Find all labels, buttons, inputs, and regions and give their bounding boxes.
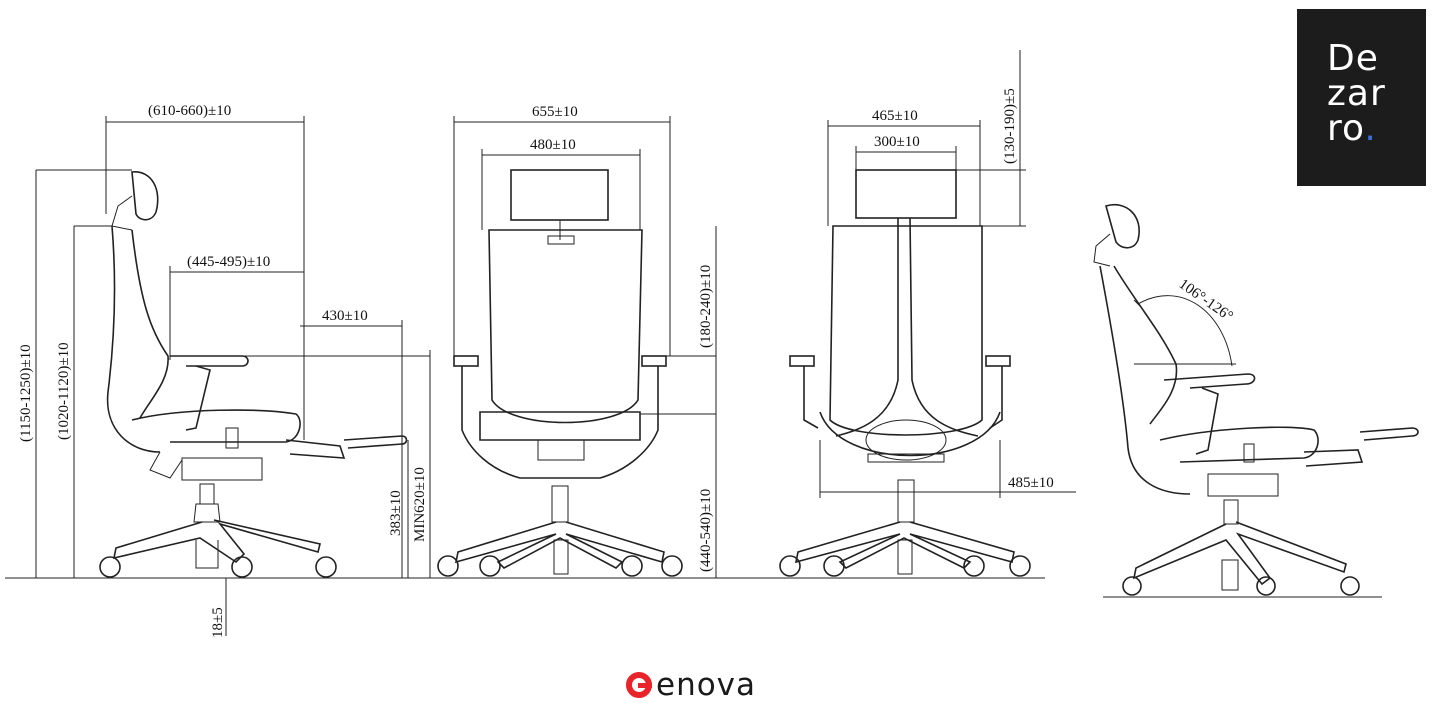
overall-depth-label: (610-660)±10 <box>148 103 231 119</box>
front-overall-width-label: 655±10 <box>532 104 578 120</box>
enova-mark-icon <box>626 672 652 698</box>
front-view-chair <box>437 169 683 577</box>
backrest-adjust-label: (180-240)±10 <box>698 265 714 348</box>
footrest-height-label: MIN620±10 <box>412 467 428 542</box>
backrest-height-label: (1020-1120)±10 <box>56 342 72 440</box>
side-view-chair <box>99 171 408 578</box>
enova-wordmark: enova <box>656 667 757 703</box>
rear-headrest-width-label: 300±10 <box>874 134 920 150</box>
headrest-adjust-label: (130-190)±5 <box>1002 88 1018 164</box>
logo-line-3-text: ro <box>1327 108 1365 149</box>
caster-clearance-label: 18±5 <box>210 607 226 638</box>
front-view-dimensions: 655±10 480±10 (180-240)±10 (440-540)±10 <box>453 104 717 578</box>
recline-angle-annotation: 106°-126° <box>1133 276 1236 367</box>
rear-armrest-span-label: 465±10 <box>872 108 918 124</box>
total-height-label: (1150-1250)±10 <box>18 344 34 442</box>
recline-angle-label: 106°-126° <box>1176 276 1236 325</box>
dezarro-logo: De zar ro. <box>1297 9 1426 186</box>
side-view-dimensions: (610-660)±10 (445-495)±10 430±10 (1150-1… <box>18 103 431 638</box>
rear-seat-width-label: 485±10 <box>1008 475 1054 491</box>
rear-view-chair <box>779 169 1031 577</box>
rear-view-dimensions: 465±10 300±10 (130-190)±5 485±10 <box>819 50 1076 498</box>
seat-height-label: (440-540)±10 <box>698 489 714 572</box>
enova-logo: enova <box>626 665 756 705</box>
front-headrest-width-label: 480±10 <box>530 137 576 153</box>
armrest-height-label: 383±10 <box>388 490 404 536</box>
recline-view-chair <box>1093 203 1419 596</box>
footrest-extension-label: 430±10 <box>322 308 368 324</box>
logo-dot: . <box>1364 108 1377 149</box>
logo-line-3: ro. <box>1327 108 1426 149</box>
logo-line-1: De <box>1327 38 1379 79</box>
logo-line-2: zar <box>1327 73 1386 114</box>
seat-depth-label: (445-495)±10 <box>187 254 270 270</box>
